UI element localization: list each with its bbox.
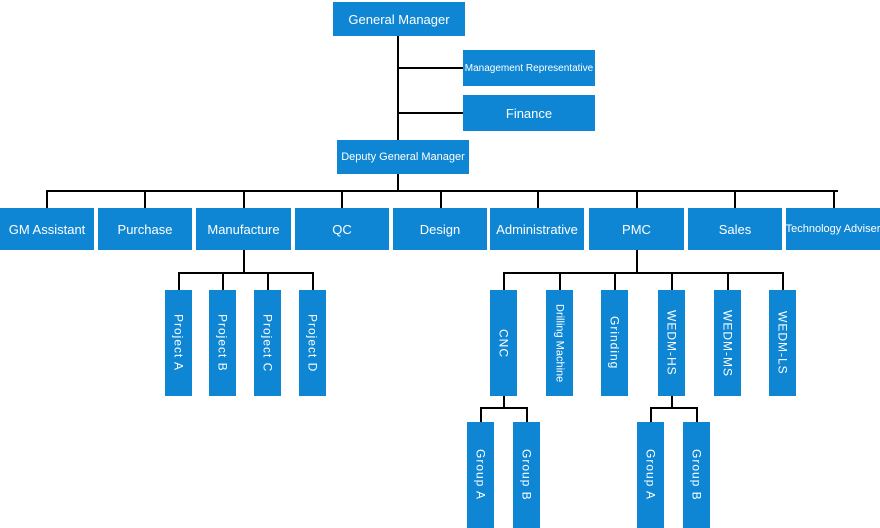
connector-line [46, 190, 838, 192]
connector-line [671, 396, 673, 408]
connector-line [503, 396, 505, 408]
connector-line [397, 67, 463, 69]
connector-line [537, 190, 539, 208]
dept-design: Design [393, 208, 487, 250]
dept-administrative: Administrative [490, 208, 584, 250]
wedm-ms-box: WEDM-MS [714, 290, 741, 396]
dept-qc: QC [295, 208, 389, 250]
project-a-box: Project A [165, 290, 192, 396]
wedm-hs-group-b-box: Group B [683, 422, 710, 528]
deputy-general-manager-box: Deputy General Manager [337, 140, 469, 174]
connector-line [782, 272, 784, 290]
connector-line [734, 190, 736, 208]
connector-line [671, 272, 673, 290]
grinding-box: Grinding [601, 290, 628, 396]
dept-purchase: Purchase [98, 208, 192, 250]
connector-line [696, 407, 698, 422]
connector-line [397, 174, 399, 191]
management-representative-box: Management Representative [463, 50, 595, 86]
connector-line [503, 272, 505, 290]
general-manager-box: General Manager [333, 2, 465, 36]
connector-line [243, 250, 245, 273]
connector-line [526, 407, 528, 422]
connector-line [650, 407, 698, 409]
connector-line [178, 272, 180, 290]
connector-line [341, 190, 343, 208]
cnc-group-a-box: Group A [467, 422, 494, 528]
cnc-group-b-box: Group B [513, 422, 540, 528]
project-b-box: Project B [209, 290, 236, 396]
dept-manufacture: Manufacture [196, 208, 291, 250]
connector-line [397, 112, 463, 114]
wedm-hs-box: WEDM-HS [658, 290, 685, 396]
finance-box: Finance [463, 95, 595, 131]
drilling-machine-box: Drilling Machine [546, 290, 573, 396]
connector-line [46, 190, 48, 208]
connector-line [144, 190, 146, 208]
project-d-box: Project D [299, 290, 326, 396]
connector-line [636, 250, 638, 273]
connector-line [480, 407, 528, 409]
connector-line [312, 272, 314, 290]
project-c-box: Project C [254, 290, 281, 396]
connector-line [833, 190, 835, 208]
connector-line [397, 36, 399, 140]
wedm-ls-box: WEDM-LS [769, 290, 796, 396]
connector-line [440, 190, 442, 208]
connector-line [243, 190, 245, 208]
connector-line [650, 407, 652, 422]
dept-pmc: PMC [589, 208, 684, 250]
connector-line [727, 272, 729, 290]
connector-line [636, 190, 638, 208]
cnc-box: CNC [490, 290, 517, 396]
connector-line [267, 272, 269, 290]
wedm-hs-group-a-box: Group A [637, 422, 664, 528]
connector-line [559, 272, 561, 290]
connector-line [480, 407, 482, 422]
connector-line [222, 272, 224, 290]
dept-gm-assistant: GM Assistant [0, 208, 94, 250]
dept-sales: Sales [688, 208, 782, 250]
dept-technology-adviser: Technology Adviser [786, 208, 880, 250]
connector-line [614, 272, 616, 290]
connector-line [503, 272, 784, 274]
connector-line [178, 272, 314, 274]
